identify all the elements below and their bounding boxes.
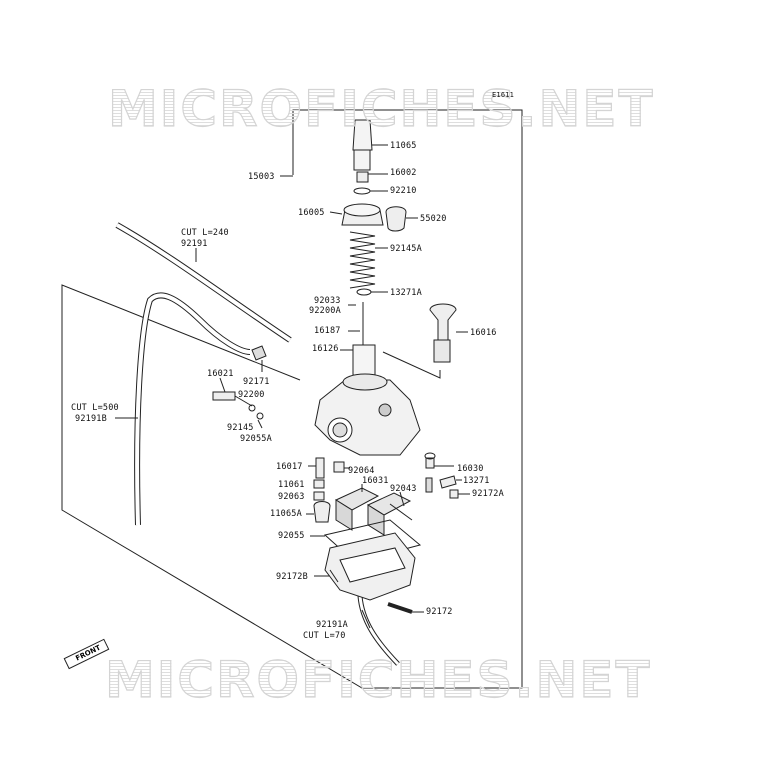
label-15003: 15003 [248,172,275,182]
label-92191B: 92191B [75,414,107,424]
label-92210: 92210 [390,186,417,196]
label-13271: 13271 [463,476,490,486]
label-92191: 92191 [181,239,208,249]
label-16126: 16126 [312,344,339,354]
part-55020 [385,206,407,232]
label-92055A: 92055A [240,434,272,444]
label-92043: 92043 [390,484,417,494]
part-16016 [429,303,457,341]
label-16002: 16002 [390,168,417,178]
diagram-code: E1611 [492,91,515,99]
label-55020: 55020 [420,214,447,224]
label-11065: 11065 [390,141,417,151]
label-92064: 92064 [348,466,375,476]
label-16016: 16016 [470,328,497,338]
label-92200A: 92200A [309,306,341,316]
label-13271A: 13271A [390,288,422,298]
part-16126 [352,344,376,376]
part-11065 [352,119,373,151]
hose-92191B [134,292,251,526]
label-16021: 16021 [207,369,234,379]
label-16017: 16017 [276,462,303,472]
watermark-top: MICROFICHES.NET [107,79,655,138]
label-16031: 16031 [362,476,389,486]
label-cut-240: CUT L=240 [181,228,229,238]
label-92172A: 92172A [472,489,504,499]
label-92145A: 92145A [390,244,422,254]
label-11061: 11061 [278,480,305,490]
label-16187: 16187 [314,326,341,336]
label-92191A: 92191A [316,620,348,630]
label-11065A: 11065A [270,509,302,519]
label-cut-500: CUT L=500 [71,403,119,413]
label-92172: 92172 [426,607,453,617]
label-92171: 92171 [243,377,270,387]
label-92172B: 92172B [276,572,308,582]
label-cut-70: CUT L=70 [303,631,346,641]
label-16030: 16030 [457,464,484,474]
label-92033: 92033 [314,296,341,306]
spring-92145A [349,231,376,289]
label-16005: 16005 [298,208,325,218]
label-92200: 92200 [238,390,265,400]
label-92063: 92063 [278,492,305,502]
assembly-frame [61,109,523,689]
carburetor-body [314,379,421,456]
label-92055: 92055 [278,531,305,541]
label-92145: 92145 [227,423,254,433]
watermark-bottom: MICROFICHES.NET [104,650,652,709]
